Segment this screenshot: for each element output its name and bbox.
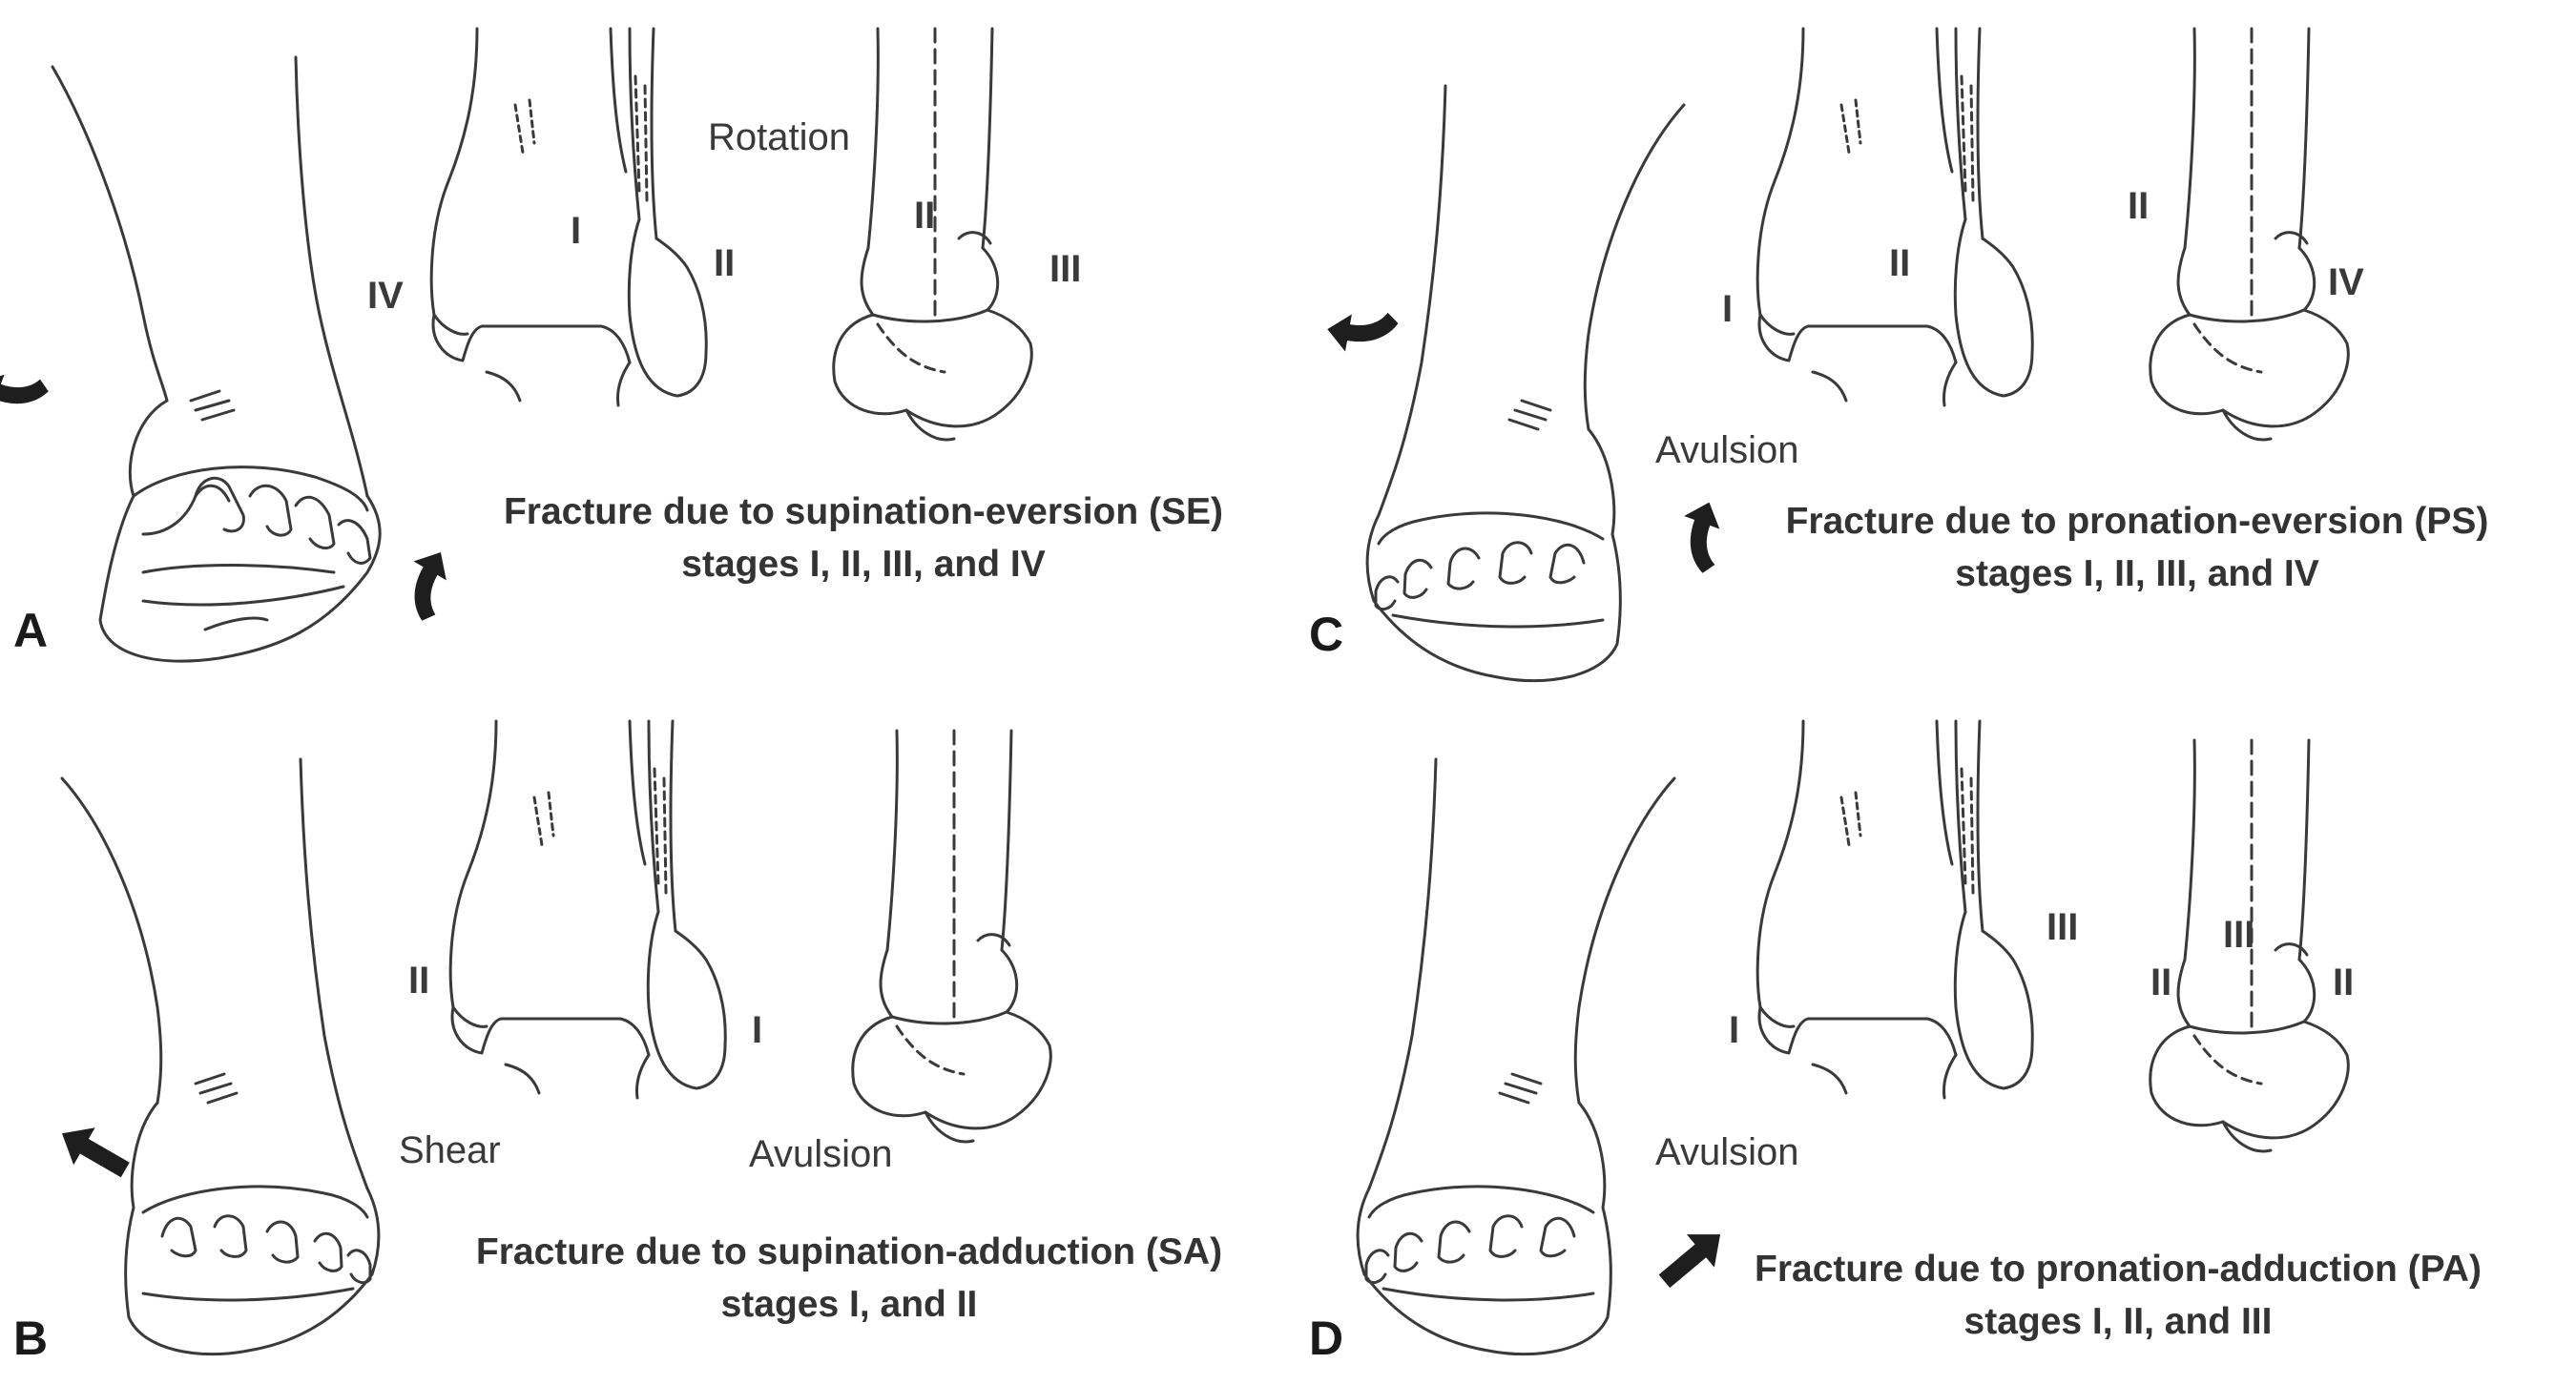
label-stage-iii: III <box>2046 906 2079 948</box>
panel-letter: C <box>1309 608 1344 661</box>
label-stage-i: I <box>752 1009 763 1051</box>
ankle-front-view <box>1755 27 2034 407</box>
caption-line-1: Fracture due to supination-adduction (SA… <box>475 1231 1223 1272</box>
label-stage-iv: IV <box>367 275 404 317</box>
panel-letter: D <box>1309 1312 1344 1365</box>
label-stage-i: I <box>1722 288 1734 330</box>
panel-caption: Fracture due to pronation-eversion (PS) … <box>1708 496 2566 600</box>
label-avulsion: Avulsion <box>1655 1131 1799 1173</box>
label-stage-ii: II <box>408 960 430 1002</box>
curved-arrow-icon <box>1323 302 1401 361</box>
label-stage-ii: II <box>1889 242 1911 284</box>
label-stage-iii: III <box>2223 914 2255 956</box>
label-stage-iv: IV <box>2328 261 2364 303</box>
ankle-side-view <box>851 729 1052 1144</box>
foot-illustration <box>1356 757 1676 1356</box>
label-stage-ii: II <box>714 242 736 284</box>
foot-illustration <box>1365 84 1686 683</box>
ankle-front-view <box>448 719 727 1100</box>
caption-line-2: stages I, II, III, and IV <box>1955 552 2319 594</box>
label-avulsion: Avulsion <box>1655 429 1799 471</box>
panel-caption: Fracture due to supination-eversion (SE)… <box>434 486 1293 590</box>
label-avulsion: Avulsion <box>749 1133 893 1175</box>
panel-d-pronation-adduction: Avulsion I III II III II D Fracture due … <box>1288 692 2576 1385</box>
ankle-front-view <box>1755 719 2034 1100</box>
caption-line-2: stages I, II, and III <box>1963 1300 2273 1342</box>
foot-illustration <box>60 757 381 1356</box>
label-stage-ii: II <box>2128 185 2150 227</box>
panel-caption: Fracture due to pronation-adduction (PA)… <box>1698 1244 2538 1348</box>
label-stage-i: I <box>1729 1009 1740 1051</box>
label-shear: Shear <box>399 1129 501 1171</box>
panel-b-supination-adduction: II I Shear Avulsion B Fracture due to su… <box>0 692 1288 1385</box>
ankle-front-view <box>429 27 708 407</box>
panel-a-supination-eversion: Rotation I II II III IV A Fracture due t… <box>0 0 1288 692</box>
panel-letter: A <box>13 604 49 657</box>
label-stage-ii: II <box>2333 961 2355 1003</box>
straight-arrow-icon <box>51 1114 136 1189</box>
caption-line-1: Fracture due to pronation-eversion (PS) <box>1785 501 2489 542</box>
label-stage-ii: II <box>914 195 936 237</box>
foot-illustration <box>51 55 382 663</box>
ankle-side-view <box>2149 27 2350 442</box>
caption-line-1: Fracture due to supination-eversion (SE) <box>503 491 1224 532</box>
label-stage-iii: III <box>1049 248 1082 290</box>
label-rotation: Rotation <box>708 116 850 158</box>
curved-arrow-icon <box>0 360 52 426</box>
caption-line-2: stages I, II, III, and IV <box>681 543 1046 585</box>
label-stage-ii: II <box>2150 961 2172 1003</box>
panel-letter: B <box>13 1312 49 1365</box>
panel-caption: Fracture due to supination-adduction (SA… <box>420 1227 1278 1331</box>
label-stage-i: I <box>571 210 582 252</box>
panel-c-pronation-eversion: Avulsion I II II IV C Fracture due to pr… <box>1288 0 2576 692</box>
caption-line-2: stages I, and II <box>720 1283 978 1325</box>
caption-line-1: Fracture due to pronation-adduction (PA) <box>1755 1249 2482 1290</box>
